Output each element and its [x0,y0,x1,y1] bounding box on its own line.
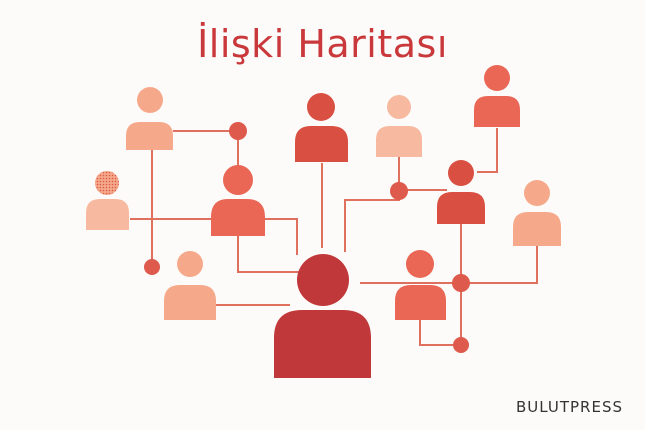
person-icon [474,65,520,127]
connector-nodes [144,122,470,353]
person-icon [295,93,348,162]
connection-line [419,320,461,346]
page-title: İlişki Haritası [197,22,448,66]
node-dot-icon [452,274,470,292]
person-icon [395,250,446,320]
connection-line [130,218,298,255]
person-icon [437,160,485,224]
connection-line [398,157,447,191]
person-icon [376,95,422,157]
person-icon [86,171,129,230]
person-icon [513,180,561,246]
connection-line [360,246,538,284]
person-icon [211,165,265,236]
person-icon [126,87,173,150]
person-icon [274,254,371,378]
node-dot-icon [144,259,160,275]
node-dot-icon [229,122,247,140]
connection-lines [130,128,538,346]
node-dot-icon [390,182,408,200]
node-dot-icon [453,337,469,353]
connection-line [344,190,400,252]
connection-line [477,128,498,173]
person-icon [164,251,216,320]
brand-label: BULUTPRESS [515,398,623,416]
connection-line [237,232,300,273]
